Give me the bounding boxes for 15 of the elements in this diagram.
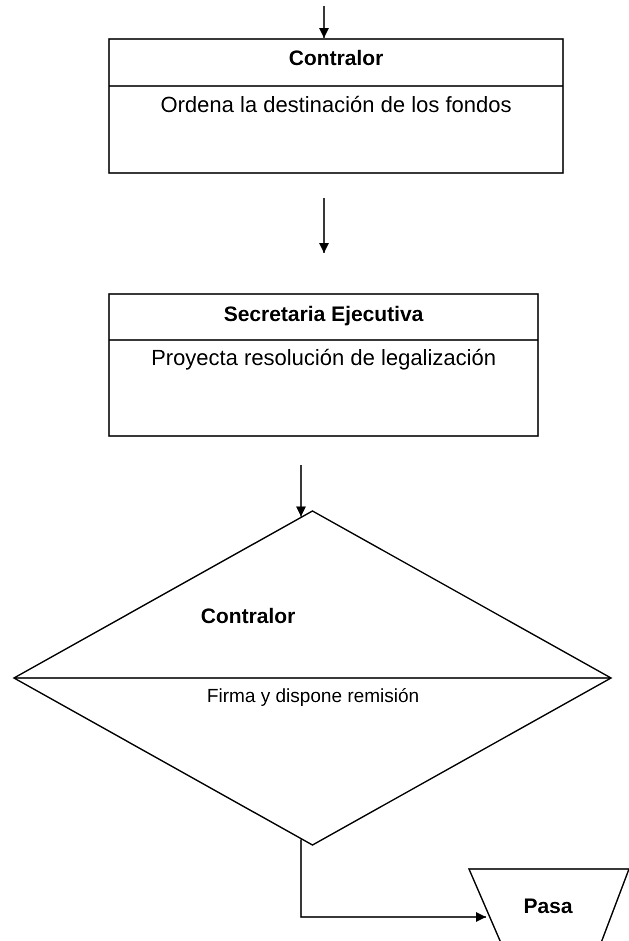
- process-box: [108, 38, 564, 174]
- role-heading: Contralor: [288, 46, 384, 72]
- output-label: Pasa: [522, 894, 574, 920]
- arrow: [296, 465, 306, 516]
- task-text: Ordena la destinación de los fondos: [159, 92, 512, 118]
- role-heading: Secretaria Ejecutiva: [222, 302, 424, 328]
- role-heading: Contralor: [200, 604, 296, 630]
- process-box: [108, 293, 539, 437]
- decision-diamond: [13, 510, 612, 846]
- arrow: [319, 6, 329, 38]
- task-text: Firma y dispone remisión: [206, 686, 420, 709]
- trapezoid-shape: [468, 868, 627, 941]
- task-text: Proyecta resolución de legalización: [150, 345, 497, 372]
- arrow: [319, 198, 329, 253]
- arrow: [300, 840, 486, 922]
